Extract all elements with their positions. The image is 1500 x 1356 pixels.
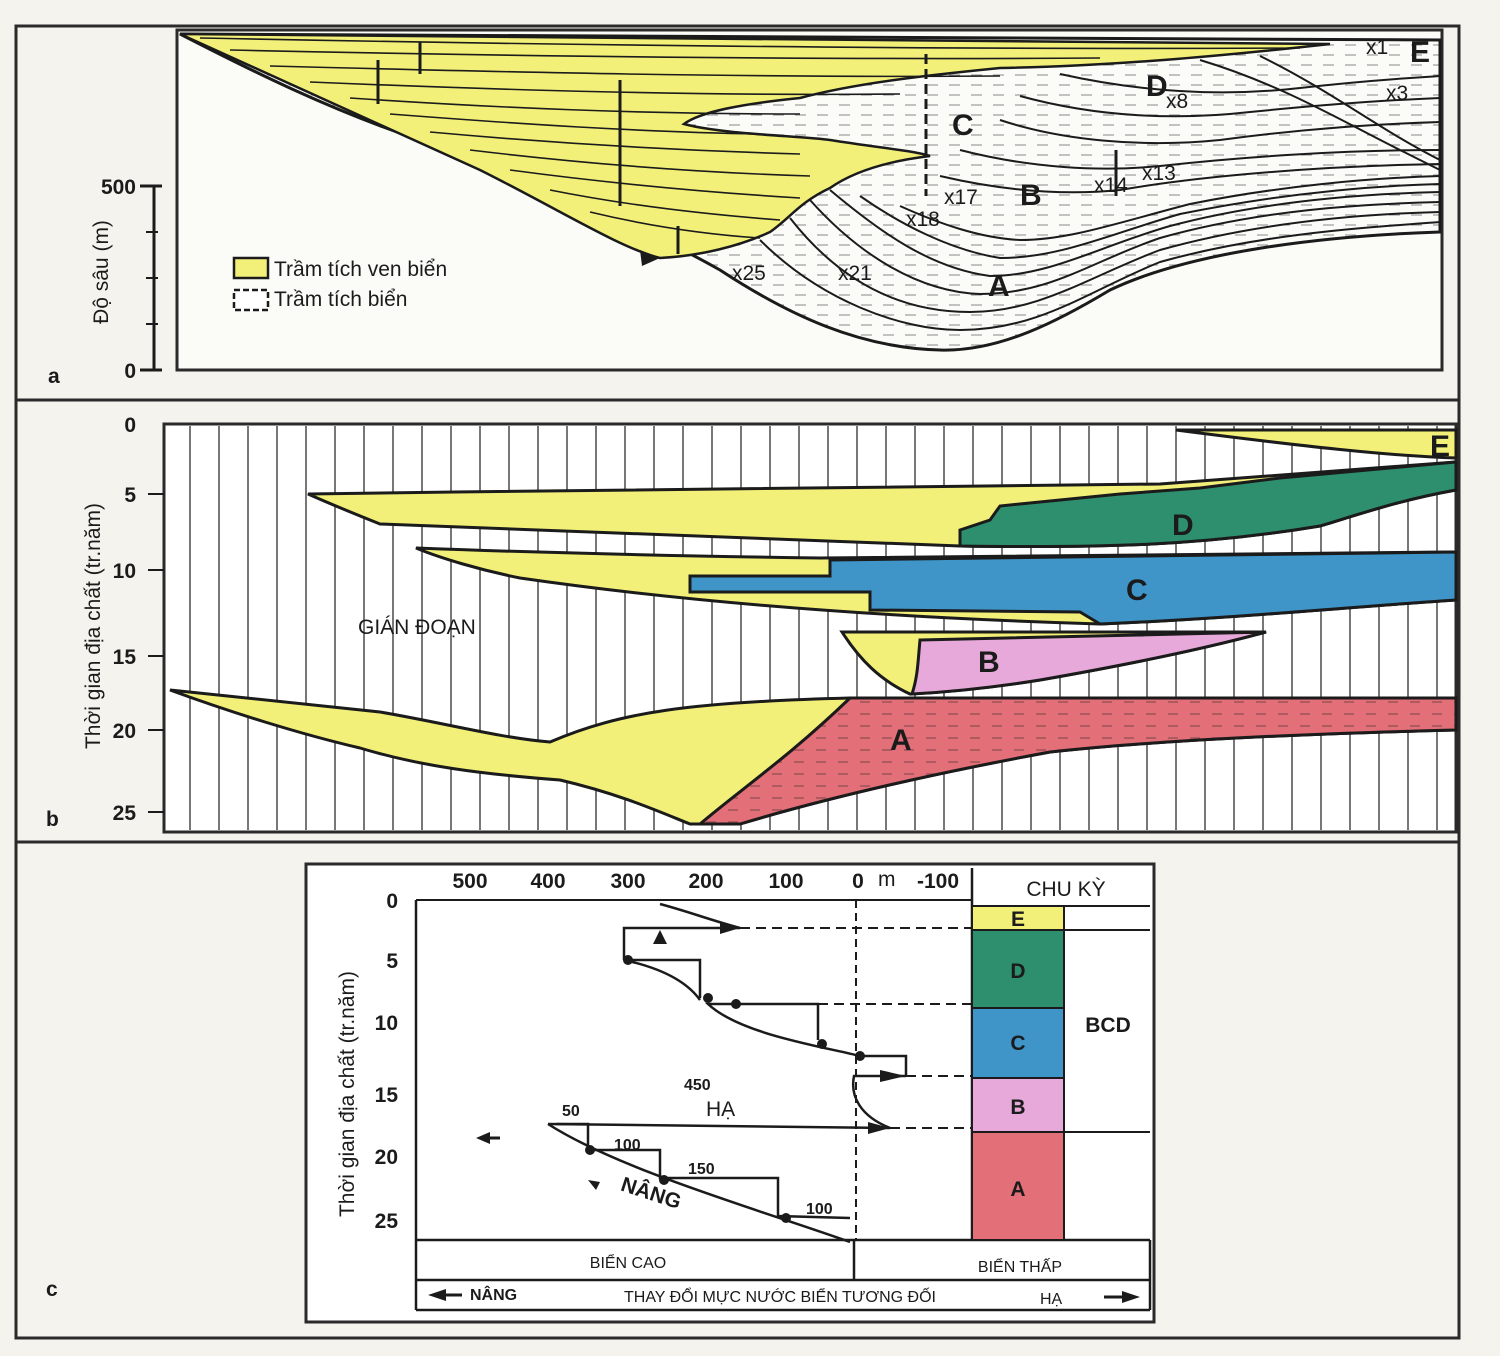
label-high-sea: BIỂN CAO (590, 1253, 666, 1272)
panel-b-tick-25: 25 (113, 802, 137, 825)
panel-b-unit-a: A (890, 724, 912, 757)
panel-a-y-label: Độ sâu (m) (90, 220, 113, 324)
panel-b-tick-20: 20 (113, 720, 136, 743)
legend-label-coastal: Trầm tích ven biển (274, 258, 447, 281)
cycle-box-e (971, 905, 1065, 931)
marker-x21: x21 (838, 262, 872, 285)
panel-b-tick-0: 0 (124, 414, 136, 437)
legend-swatch-coastal (232, 256, 270, 280)
panel-c-ytick-5: 5 (386, 950, 398, 973)
panel-c-ytick-20: 20 (375, 1146, 398, 1169)
panel-b-tick-10: 10 (113, 560, 136, 583)
panel-a-legend: Trầm tích ven biển Trầm tích biển (232, 256, 447, 312)
anno-150: 150 (688, 1161, 715, 1178)
panel-a: 500 0 Độ sâu (m) a (48, 28, 1444, 388)
panel-a-unit-d: D (1146, 70, 1168, 103)
anno-100a: 100 (614, 1137, 641, 1154)
panel-b-tick-15: 15 (113, 646, 137, 669)
cycle-label-c: C (1010, 1032, 1025, 1055)
panel-c-xtick-minus100: -100 (917, 870, 959, 893)
panel-c-ytick-15: 15 (375, 1084, 399, 1107)
panel-c-xtick-0: 0 (852, 870, 864, 893)
cycle-box-b (971, 1077, 1065, 1133)
sea-level-points (476, 922, 906, 1223)
legend-swatch-marine (232, 288, 270, 312)
marker-x14: x14 (1094, 174, 1128, 197)
panel-c-xtick-500: 500 (452, 870, 487, 893)
panel-b-tag: b (46, 808, 59, 831)
unit-d-marine (958, 460, 1458, 549)
unit-c-marine (688, 550, 1458, 626)
panel-c-y-label: Thời gian địa chất (tr.năm) (336, 971, 359, 1217)
anno-100b: 100 (806, 1201, 833, 1218)
coastal-layers (199, 37, 1301, 239)
panel-a-tag: a (48, 365, 60, 388)
cycle-label-b: B (1010, 1096, 1025, 1119)
panel-b-unit-c: C (1126, 574, 1148, 607)
well-logs (376, 42, 1118, 254)
cycle-boundaries (740, 927, 972, 1129)
panel-a-tick-500: 500 (101, 176, 136, 199)
panel-a-unit-c: C (952, 109, 974, 142)
panel-c-ytick-25: 25 (375, 1210, 399, 1233)
panel-c-tag: c (46, 1278, 58, 1301)
panel-b-tick-5: 5 (124, 484, 136, 507)
panel-b-y-axis: 0 5 10 15 20 25 (113, 414, 164, 825)
cycle-header: CHU KỲ (1026, 878, 1105, 901)
panel-a-unit-e: E (1410, 36, 1430, 69)
cycle-label-d: D (1010, 960, 1025, 983)
panel-a-tick-0: 0 (124, 360, 136, 383)
panel-c-ytick-10: 10 (375, 1012, 398, 1035)
marine-clinoforms (759, 55, 1441, 332)
cycle-box-a (971, 1131, 1065, 1241)
panel-c-ytick-0: 0 (386, 890, 398, 913)
bottom-label-title: THAY ĐỔI MỰC NƯỚC BIỂN TƯƠNG ĐỐI (624, 1286, 936, 1306)
panel-c-xtick-200: 200 (688, 870, 723, 893)
cycle-group-bcd: BCD (1085, 1014, 1131, 1037)
marker-x3: x3 (1386, 82, 1408, 105)
coastal-sediment-wedge (179, 32, 1331, 260)
cycle-label-e: E (1011, 908, 1025, 931)
anno-450: 450 (684, 1077, 711, 1094)
panel-a-unit-a: A (988, 270, 1010, 303)
panel-c: 500 400 300 200 100 0 m -100 0 5 10 15 2… (46, 862, 1156, 1324)
marker-x8: x8 (1166, 90, 1188, 113)
anno-50: 50 (562, 1103, 580, 1120)
marker-x18: x18 (906, 208, 940, 231)
panel-b-unit-e: E (1430, 430, 1450, 463)
marker-x13: x13 (1142, 162, 1176, 185)
bottom-label-rise: NÂNG (470, 1285, 517, 1304)
anno-ha: HẠ (706, 1098, 735, 1121)
panel-c-xtick-400: 400 (530, 870, 565, 893)
unit-b-marine (909, 630, 1267, 696)
panel-b-unit-b: B (978, 646, 1000, 679)
panel-c-xtick-100: 100 (768, 870, 803, 893)
panel-b-y-label: Thời gian địa chất (tr.năm) (82, 503, 105, 749)
bottom-label-fall: HẠ (1040, 1291, 1063, 1308)
marker-x1: x1 (1366, 36, 1388, 59)
panel-a-arrow-marker (640, 250, 660, 266)
panel-c-y-axis: 0 5 10 15 20 25 (375, 890, 399, 1233)
legend-label-marine: Trầm tích biển (274, 288, 407, 311)
marker-x25: x25 (732, 262, 766, 285)
panel-b-unit-d: D (1172, 509, 1194, 542)
panel-c-xtick-300: 300 (610, 870, 645, 893)
label-low-sea: BIỂN THẤP (978, 1257, 1062, 1276)
panel-b-hiatus-label: GIÁN ĐOẠN (358, 616, 476, 639)
cycle-box-c (971, 1007, 1065, 1079)
cycle-label-a: A (1010, 1178, 1025, 1201)
panel-b: A B C D E GIÁN ĐOẠN 0 5 10 15 20 25 Thời… (46, 414, 1458, 834)
unit-e-coastal (1175, 428, 1458, 460)
panel-c-x-unit: m (878, 868, 896, 891)
marker-x17: x17 (944, 186, 978, 209)
panel-a-unit-b: B (1020, 179, 1042, 212)
